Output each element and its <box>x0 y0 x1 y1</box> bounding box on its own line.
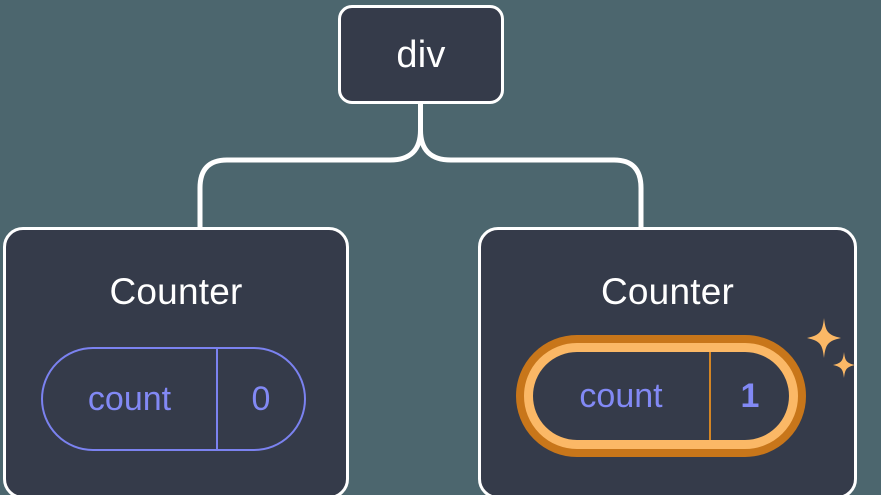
node-div[interactable]: div <box>338 5 504 104</box>
state-pill-inner: count 1 <box>524 343 798 449</box>
node-counter-left-title: Counter <box>109 271 243 312</box>
state-key-label: count <box>533 352 711 440</box>
state-pill-count-right-highlighted[interactable]: count 1 <box>516 335 806 457</box>
node-div-label: div <box>396 33 446 76</box>
sparkle-group <box>807 318 855 378</box>
state-pill-count-left[interactable]: count 0 <box>41 347 306 451</box>
node-counter-right-title: Counter <box>600 271 735 312</box>
state-key-label: count <box>43 349 218 449</box>
sparkle-large-icon <box>807 318 841 358</box>
state-value-label: 1 <box>740 377 760 415</box>
state-value-label: 0 <box>251 380 271 418</box>
sparkle-small-icon <box>833 352 855 378</box>
connector-branch-left <box>197 127 423 230</box>
connector-branch-right <box>418 127 644 230</box>
